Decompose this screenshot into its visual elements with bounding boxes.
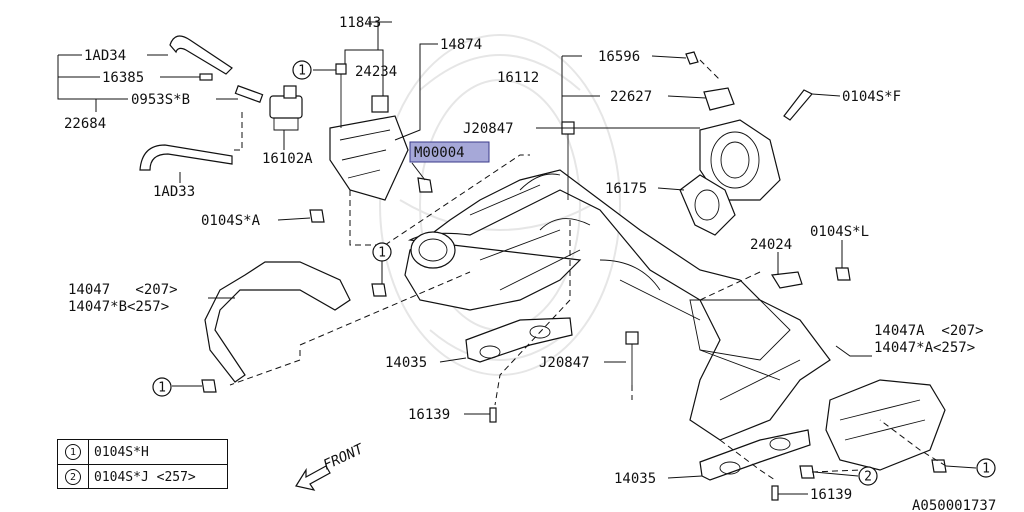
pin-16139-lower	[771, 485, 779, 501]
assembly-lines	[229, 59, 947, 481]
pipe-14047	[204, 261, 351, 383]
leader-lines	[57, 21, 977, 495]
label-24234[interactable]: 24234	[355, 64, 397, 80]
bolt-m00004	[417, 177, 433, 193]
cover-14047a	[825, 379, 946, 471]
label-22627[interactable]: 22627	[610, 89, 652, 105]
legend-value-2: 0104S*J <257>	[94, 469, 196, 485]
part-labels: 11843 14874 24234 1AD34 16385 0953S*B 22…	[64, 15, 996, 512]
gasket-14035-upper	[465, 317, 573, 363]
callout-1-right[interactable]: 1	[976, 458, 996, 478]
bolt-0104sa	[309, 209, 325, 223]
label-16596[interactable]: 16596	[598, 49, 640, 65]
bolt-1-right	[931, 459, 947, 473]
callout-1-left[interactable]: 1	[152, 377, 172, 397]
label-1ad34[interactable]: 1AD34	[84, 48, 126, 64]
svg-text:1: 1	[378, 246, 386, 261]
hose-1ad33	[139, 144, 233, 171]
label-24024[interactable]: 24024	[750, 237, 792, 253]
gasket-14035-lower	[699, 429, 811, 481]
callout-circles: 1 1 1 2 1	[152, 60, 996, 486]
label-14047[interactable]: 14047 <207>	[68, 282, 178, 298]
bolt-24234	[335, 63, 347, 128]
callout-1-top[interactable]: 1	[292, 60, 312, 80]
svg-text:1: 1	[298, 64, 306, 79]
label-14035-upper[interactable]: 14035	[385, 355, 427, 371]
bracket-14874	[329, 95, 409, 201]
label-1ad33[interactable]: 1AD33	[153, 184, 195, 200]
bracket-24024	[770, 271, 803, 289]
svg-text:1: 1	[982, 462, 990, 477]
label-m00004[interactable]: M00004	[414, 145, 465, 161]
bolt-0104sl	[835, 267, 851, 281]
highlight-m00004[interactable]	[409, 141, 490, 163]
bolt-16385	[199, 73, 213, 81]
throttle-body-16112	[699, 119, 781, 201]
svg-text:2: 2	[864, 470, 872, 485]
label-0104sf[interactable]: 0104S*F	[842, 89, 901, 105]
label-14047b[interactable]: 14047*B<257>	[68, 299, 169, 315]
screw-16596	[685, 51, 699, 65]
label-16112[interactable]: 16112	[497, 70, 539, 86]
hose-1ad34	[169, 35, 233, 75]
small-hose-0953sb	[234, 85, 264, 103]
callout-1-mid[interactable]: 1	[372, 242, 392, 262]
label-j20847-upper[interactable]: J20847	[463, 121, 514, 137]
front-direction-indicator: FRONT	[295, 441, 367, 491]
bolt-1-left-upper	[371, 283, 387, 297]
sensor-22627	[703, 87, 735, 111]
label-14874[interactable]: 14874	[440, 37, 482, 53]
label-14047sa[interactable]: 14047*A<257>	[874, 340, 975, 356]
figure-id: A050001737	[912, 498, 996, 512]
label-j20847-lower[interactable]: J20847	[539, 355, 590, 371]
bolt-0104sf	[783, 89, 813, 121]
front-arrow-icon	[295, 465, 331, 491]
legend-value-1: 0104S*H	[94, 444, 149, 460]
gasket-16175	[679, 174, 736, 236]
solenoid-valve-16102a	[269, 85, 303, 131]
bolt-legend: 1 0104S*H 2 0104S*J <257>	[57, 439, 228, 489]
label-16175[interactable]: 16175	[605, 181, 647, 197]
label-16139-lower[interactable]: 16139	[810, 487, 852, 503]
intake-manifold	[404, 169, 831, 441]
legend-key-1: 1	[65, 444, 81, 460]
bolt-1-left-lower	[201, 379, 217, 393]
front-label: FRONT	[321, 441, 367, 474]
label-14035-lower[interactable]: 14035	[614, 471, 656, 487]
legend-key-2: 2	[65, 469, 81, 485]
legend-row-2: 2 0104S*J <257>	[58, 464, 227, 489]
pin-16139-upper	[489, 407, 497, 423]
legend-row-1: 1 0104S*H	[58, 440, 227, 464]
label-0104sl[interactable]: 0104S*L	[810, 224, 869, 240]
label-14047a[interactable]: 14047A <207>	[874, 323, 984, 339]
label-16139-upper[interactable]: 16139	[408, 407, 450, 423]
bolt-2-right	[799, 465, 815, 479]
label-0953sb[interactable]: 0953S*B	[131, 92, 190, 108]
bolt-j20847-lower	[625, 331, 639, 385]
label-0104sa[interactable]: 0104S*A	[201, 213, 261, 229]
svg-text:1: 1	[158, 381, 166, 396]
label-11843[interactable]: 11843	[339, 15, 381, 31]
label-22684[interactable]: 22684	[64, 116, 106, 132]
callout-2-right[interactable]: 2	[858, 466, 878, 486]
label-16385[interactable]: 16385	[102, 70, 144, 86]
label-16102a[interactable]: 16102A	[262, 151, 313, 167]
